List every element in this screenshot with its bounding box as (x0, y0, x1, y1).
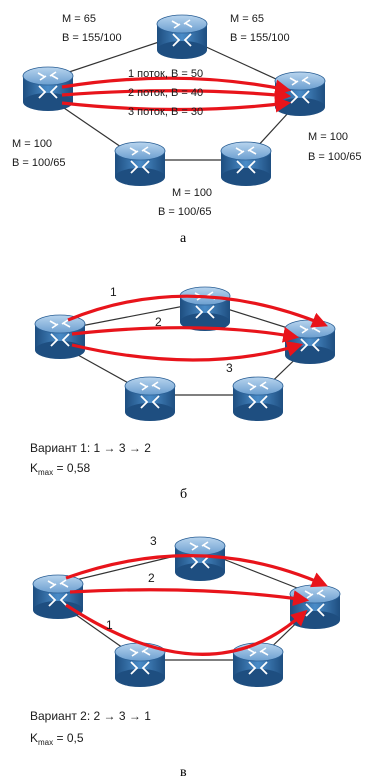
node-label-metric: M = 100 (172, 187, 212, 199)
kmax-text: Kmax = 0,58 (30, 461, 90, 477)
diagram-a: 1 поток, B = 50 2 поток, B = 40 3 поток,… (12, 13, 362, 246)
router-icon (114, 141, 166, 187)
node-label-metric: M = 65 (230, 13, 264, 25)
node-label-bandwidth: B = 155/100 (62, 32, 122, 44)
path-number: 1 (106, 618, 113, 632)
router-icon (156, 14, 208, 60)
node-label-bandwidth: B = 155/100 (230, 32, 290, 44)
node-label-bandwidth: B = 100/65 (308, 151, 362, 163)
caption-a: а (180, 231, 187, 246)
flow-arrows-c (65, 554, 328, 656)
variant-text: Вариант 1: 1 → 3 → 2 (30, 441, 151, 455)
router-icon (232, 376, 284, 422)
path-number: 3 (226, 361, 233, 375)
router-icon (284, 319, 336, 365)
flow-label-3: 3 поток, B = 30 (128, 106, 203, 118)
flow-arrows-b (67, 294, 328, 362)
caption-b: б (180, 487, 187, 502)
path-number: 2 (155, 315, 162, 329)
node-label-metric: M = 100 (12, 138, 52, 150)
path-number: 3 (150, 534, 157, 548)
path-number: 1 (110, 285, 117, 299)
router-icon (289, 584, 341, 630)
router-icon (34, 314, 86, 360)
caption-c: в (180, 765, 187, 780)
flow-arrows-a (61, 76, 292, 113)
node-label-metric: M = 100 (308, 131, 348, 143)
node-label-bandwidth: B = 100/65 (12, 157, 66, 169)
flow-label-2: 2 поток, B = 40 (128, 87, 203, 99)
router-icon (174, 536, 226, 582)
path-number: 2 (148, 571, 155, 585)
flow-label-1: 1 поток, B = 50 (128, 68, 203, 80)
router-icon (179, 286, 231, 332)
diagram-b: 1 2 3 Вариант 1: 1 → 3 → 2 Kmax = 0,58 б (30, 285, 336, 502)
variant-text: Вариант 2: 2 → 3 → 1 (30, 709, 151, 723)
router-icon (220, 141, 272, 187)
router-icon (124, 376, 176, 422)
node-label-bandwidth: B = 100/65 (158, 206, 212, 218)
node-label-metric: M = 65 (62, 13, 96, 25)
kmax-text: Kmax = 0,5 (30, 731, 84, 747)
diagram-c: 3 2 1 Вариант 2: 2 → 3 → 1 Kmax = 0,5 в (30, 534, 341, 780)
